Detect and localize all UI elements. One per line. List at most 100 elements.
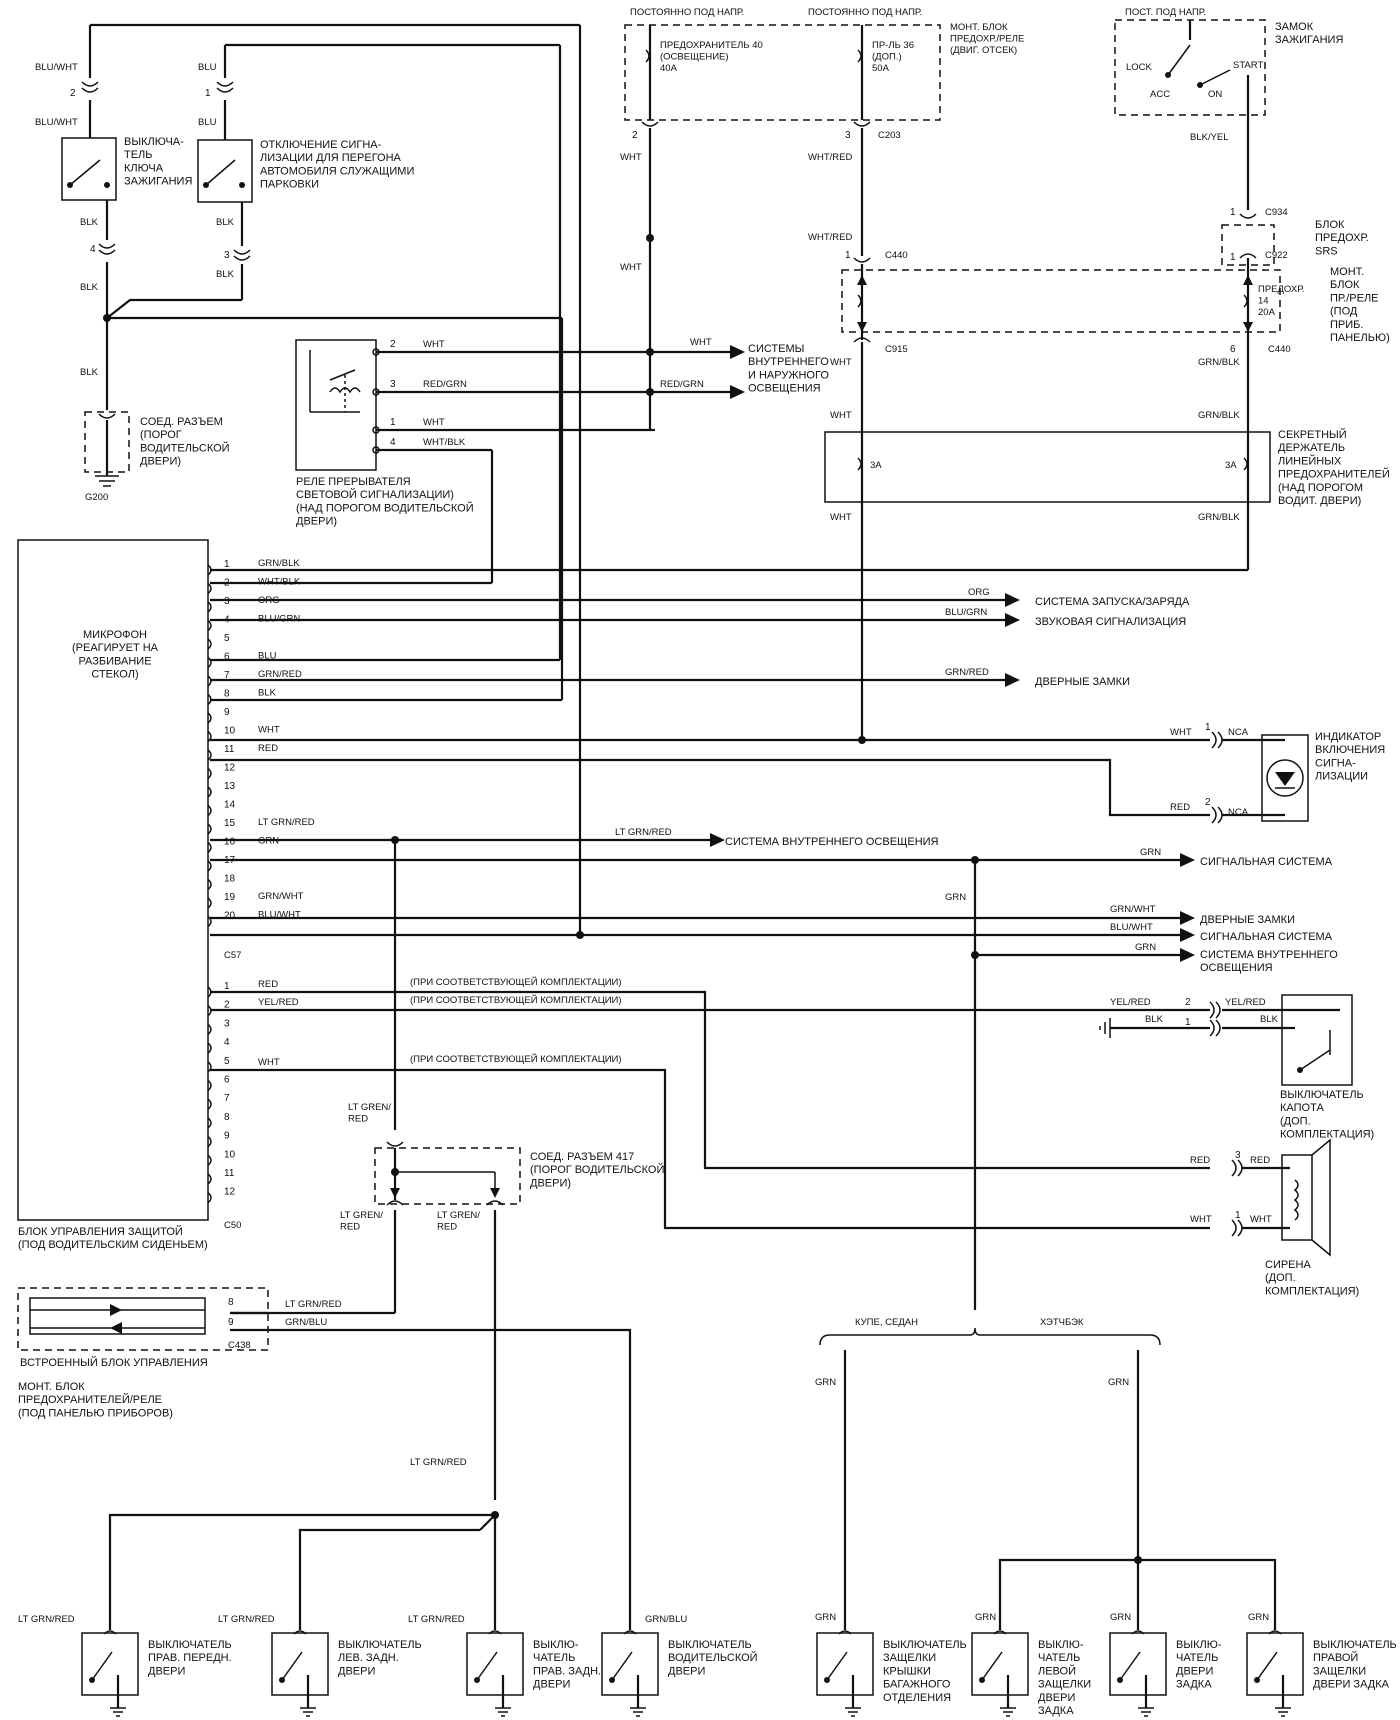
key-switch-box <box>61 137 117 201</box>
c57-wire-label: RED <box>258 743 278 754</box>
svg-text:(ПРИ СООТВЕТСТВУЮЩЕЙ КОМПЛЕКТА: (ПРИ СООТВЕТСТВУЮЩЕЙ КОМПЛЕКТАЦИИ) <box>410 1053 622 1065</box>
svg-text:RED: RED <box>1190 1155 1210 1166</box>
svg-text:ВСТРОЕННЫЙ БЛОК УПРАВЛЕНИЯ: ВСТРОЕННЫЙ БЛОК УПРАВЛЕНИЯ <box>20 1356 208 1369</box>
svg-text:GRN/BLU: GRN/BLU <box>285 1317 327 1328</box>
pin-contact <box>207 1154 212 1166</box>
c57-pin-number: 12 <box>224 763 236 774</box>
svg-text:1: 1 <box>1230 252 1236 263</box>
pin-contact <box>207 767 212 780</box>
c50-pin-number: 11 <box>224 1168 235 1179</box>
c57-wire-label: GRN/BLK <box>258 558 300 569</box>
pin-contact <box>207 860 212 872</box>
svg-text:LT GRN/RED: LT GRN/RED <box>615 827 672 838</box>
c57-pin-number: 9 <box>224 707 230 718</box>
svg-text:9: 9 <box>228 1317 234 1328</box>
svg-text:RED: RED <box>1170 802 1190 813</box>
pin-contact <box>207 897 212 909</box>
svg-text:C57: C57 <box>224 950 241 961</box>
svg-text:3: 3 <box>1235 1150 1241 1161</box>
svg-text:GRN: GRN <box>1108 1377 1129 1388</box>
c57-pin-number: 2 <box>224 578 230 589</box>
svg-text:GRN/BLK: GRN/BLK <box>1198 410 1240 421</box>
svg-text:LOCK: LOCK <box>1126 62 1153 73</box>
svg-text:WHT: WHT <box>830 410 852 421</box>
svg-text:2: 2 <box>1205 797 1211 808</box>
svg-text:4: 4 <box>90 244 96 255</box>
pin-contact <box>207 1023 212 1035</box>
svg-text:GRN: GRN <box>1248 1612 1269 1623</box>
svg-text:1: 1 <box>1230 207 1236 218</box>
c57-pin-number: 11 <box>224 744 235 755</box>
svg-text:ПОСТОЯННО ПОД НАПР.: ПОСТОЯННО ПОД НАПР. <box>808 7 922 18</box>
svg-text:GRN/BLK: GRN/BLK <box>1198 357 1240 368</box>
key-switch-branch: 2 1 BLU/WHT BLU/WHT BLU BLU ВЫКЛЮЧА-ТЕЛЬ… <box>35 23 582 935</box>
c57-pin-number: 16 <box>224 837 236 848</box>
c57-wire-label: BLU <box>258 651 277 662</box>
c57-wire-label: WHT <box>258 725 280 736</box>
svg-text:(ПРИ СООТВЕТСТВУЮЩЕЙ КОМПЛЕКТА: (ПРИ СООТВЕТСТВУЮЩЕЙ КОМПЛЕКТАЦИИ) <box>410 994 622 1006</box>
svg-text:BLK: BLK <box>80 367 99 378</box>
svg-text:GRN: GRN <box>975 1612 996 1623</box>
svg-text:GRN: GRN <box>1140 847 1161 858</box>
svg-text:СИГНАЛЬНАЯ СИСТЕМА: СИГНАЛЬНАЯ СИСТЕМА <box>1200 931 1333 943</box>
svg-text:2: 2 <box>632 130 638 141</box>
svg-text:C50: C50 <box>224 1220 241 1231</box>
c57-pin-number: 13 <box>224 781 236 792</box>
pin-contact <box>207 582 212 595</box>
engine-fuse-box: ПОСТОЯННО ПОД НАПР. ПОСТОЯННО ПОД НАПР. … <box>620 7 1024 430</box>
svg-text:4: 4 <box>390 437 396 448</box>
svg-text:WHT/RED: WHT/RED <box>808 152 852 163</box>
svg-text:GRN/BLU: GRN/BLU <box>645 1614 687 1625</box>
c57-pin-number: 6 <box>224 652 230 663</box>
c50-pin-number: 7 <box>224 1093 230 1104</box>
svg-text:СИРЕНА(ДОП.КОМПЛЕКТАЦИЯ): СИРЕНА(ДОП.КОМПЛЕКТАЦИЯ) <box>1265 1259 1359 1297</box>
svg-text:LT GREN/RED: LT GREN/RED <box>437 1210 480 1232</box>
pin-contact <box>207 1098 212 1110</box>
svg-text:NCA: NCA <box>1228 807 1249 818</box>
svg-text:ПОСТОЯННО ПОД НАПР.: ПОСТОЯННО ПОД НАПР. <box>630 7 744 18</box>
c57-pin-number: 1 <box>224 559 230 570</box>
svg-text:BLU/WHT: BLU/WHT <box>1110 922 1153 933</box>
c50-pin-number: 12 <box>224 1187 236 1198</box>
c50-pin-number: 2 <box>224 1000 230 1011</box>
svg-text:C922: C922 <box>1265 250 1288 261</box>
svg-text:BLU/WHT: BLU/WHT <box>35 117 78 128</box>
svg-text:BLK: BLK <box>1260 1014 1279 1025</box>
pin-contact <box>207 786 212 798</box>
pin-contact <box>207 749 212 761</box>
c50-pin-number: 5 <box>224 1056 230 1067</box>
svg-text:C440: C440 <box>1268 344 1291 355</box>
pin-contact <box>207 564 212 576</box>
svg-text:BLU: BLU <box>198 62 217 73</box>
svg-text:3: 3 <box>224 250 230 261</box>
svg-text:3A: 3A <box>1225 460 1237 471</box>
svg-text:LT GRN/RED: LT GRN/RED <box>18 1614 75 1625</box>
pin-contact <box>207 638 212 650</box>
pin-contact <box>207 1192 212 1204</box>
pin-contact <box>207 878 212 891</box>
pin-contact <box>207 823 212 835</box>
svg-text:2: 2 <box>70 88 76 99</box>
svg-text:C438: C438 <box>228 1340 251 1351</box>
svg-text:ПР-ЛЬ 36(ДОП.)50A: ПР-ЛЬ 36(ДОП.)50A <box>872 40 914 74</box>
c50-pin-number: 10 <box>224 1149 236 1160</box>
pin-contact <box>207 1042 212 1054</box>
c57-wires: ORG СИСТЕМА ЗАПУСКА/ЗАРЯДА BLU/GRN ЗВУКО… <box>210 318 1338 1310</box>
svg-text:WHT: WHT <box>423 417 445 428</box>
